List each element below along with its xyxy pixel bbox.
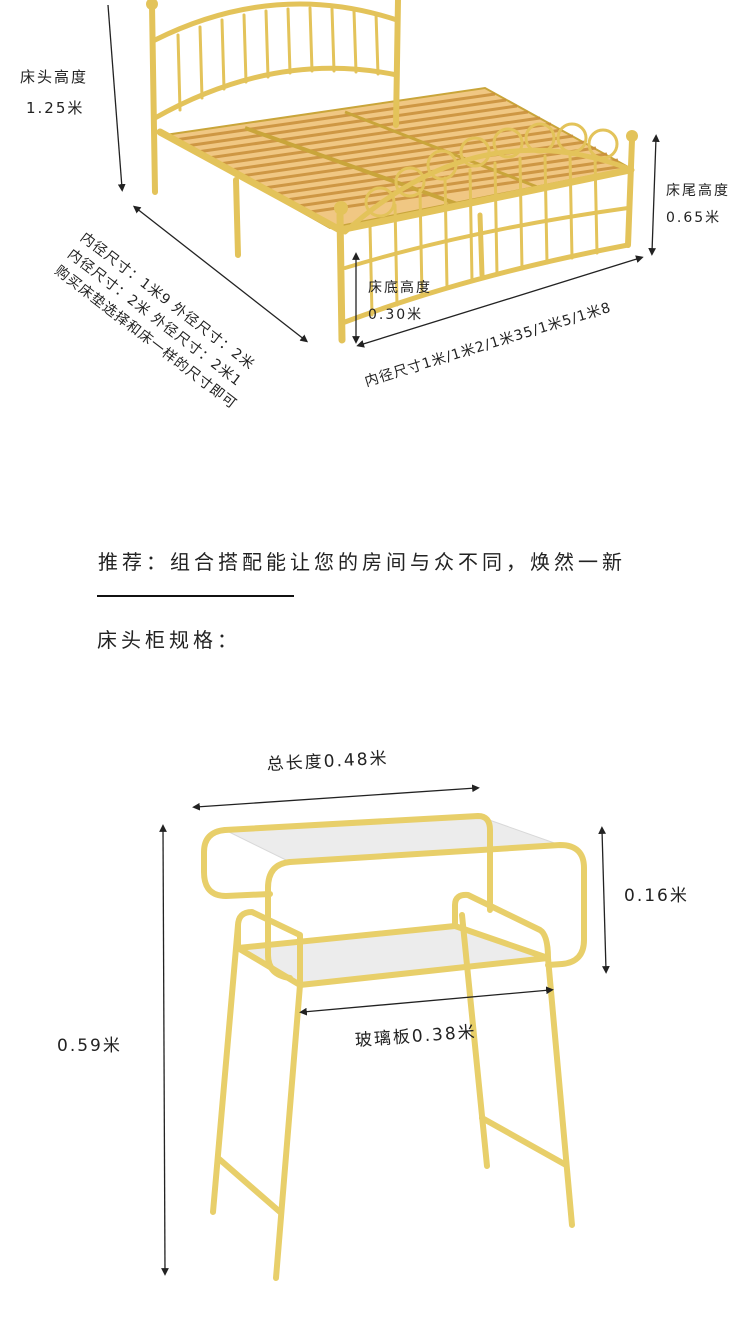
head-height-value: 1.25米 — [26, 99, 85, 117]
nightstand-dimension-lines — [159, 784, 610, 1276]
shelf-gap-label: 0.16米 — [624, 886, 689, 906]
nightstand-spec-title: 床头柜规格： — [97, 628, 241, 652]
base-height-label: 床底高度 — [368, 280, 432, 296]
bed-dimension-lines — [107, 4, 660, 348]
foot-height-label: 床尾高度 — [666, 183, 730, 199]
recommend-text: 推荐：组合搭配能让您的房间与众不同，焕然一新 — [98, 550, 626, 574]
nightstand-frame — [201, 813, 587, 1281]
foot-height-value: 0.65米 — [666, 210, 722, 226]
base-height-value: 0.30米 — [368, 307, 424, 323]
bed-illustration — [107, 0, 660, 348]
head-height-label: 床头高度 — [20, 68, 89, 86]
section-divider — [97, 595, 294, 597]
bed-headboard — [146, 0, 401, 195]
total-height-label: 0.59米 — [57, 1036, 122, 1056]
